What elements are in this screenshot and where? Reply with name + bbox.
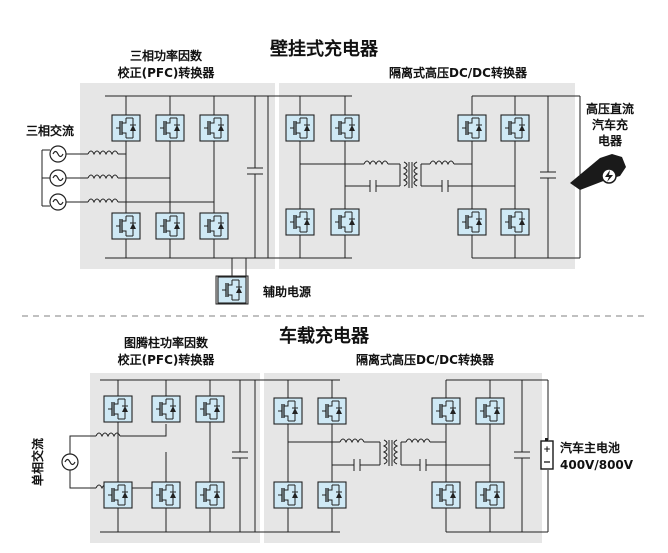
mosfet-switch-icon	[500, 208, 530, 236]
mosfet-switch-icon	[155, 212, 185, 240]
ac-source-icon	[61, 453, 79, 471]
bottom-output-label-2: 400V/800V	[560, 458, 634, 472]
mosfet-switch-icon	[103, 395, 133, 423]
top-pfc-rails	[105, 95, 269, 276]
top-dcdc-panel	[279, 83, 575, 269]
top-output-label-2: 汽车充	[592, 117, 628, 132]
mosfet-switch-icon	[285, 208, 315, 236]
mosfet-switch-icon	[155, 114, 185, 142]
mosfet-switch-icon	[500, 114, 530, 142]
mosfet-switch-icon	[111, 114, 141, 142]
mosfet-switch-icon	[317, 397, 347, 425]
top-pfc-label-2: 校正(PFC)转换器	[118, 65, 216, 80]
mosfet-switch-icon	[199, 114, 229, 142]
mosfet-switch-icon	[195, 481, 225, 509]
mosfet-switch-icon	[103, 481, 133, 509]
mosfet-switch-icon	[151, 395, 181, 423]
mosfet-switch-icon	[475, 397, 505, 425]
mosfet-switch-icon	[285, 114, 315, 142]
top-input-label: 三相交流	[26, 123, 74, 138]
top-output-label-1: 高压直流	[586, 101, 634, 116]
bottom-pfc-label-2: 校正(PFC)转换器	[118, 352, 216, 367]
aux-power-module	[215, 275, 249, 305]
mosfet-switch-icon	[330, 208, 360, 236]
mosfet-switch-icon	[431, 481, 461, 509]
top-pfc-label-1: 三相功率因数	[130, 48, 203, 63]
mosfet-switch-icon	[457, 208, 487, 236]
battery-icon: +	[540, 438, 554, 470]
ac-source-icon	[49, 145, 67, 163]
mosfet-switch-icon	[431, 397, 461, 425]
lightning-icon	[605, 170, 613, 182]
mosfet-switch-icon	[151, 481, 181, 509]
ac-source-icon	[49, 193, 67, 211]
bottom-dcdc-wiring	[255, 379, 549, 533]
mosfet-switch-icon	[317, 481, 347, 509]
mosfet-switch-icon	[199, 212, 229, 240]
mosfet-switch-icon	[273, 481, 303, 509]
top-title: 壁挂式充电器	[270, 38, 379, 60]
mosfet-switch-icon	[273, 397, 303, 425]
ev-charging-plug-icon	[570, 154, 626, 190]
svg-text:+: +	[543, 445, 551, 455]
bottom-input-label: 单相交流	[30, 438, 45, 486]
mosfet-switch-icon	[195, 395, 225, 423]
mosfet-switch-icon	[330, 114, 360, 142]
mosfet-switch-icon	[111, 212, 141, 240]
bottom-pfc-label-1: 图腾柱功率因数	[124, 335, 209, 350]
top-dcdc-wiring	[268, 95, 581, 259]
top-pfc-panel	[80, 83, 275, 269]
aux-label: 辅助电源	[263, 284, 311, 299]
mosfet-switch-icon	[217, 276, 247, 304]
top-dcdc-label: 隔离式高压DC/DC转换器	[389, 65, 528, 80]
mosfet-switch-icon	[475, 481, 505, 509]
bottom-pfc-rails	[100, 379, 256, 533]
bottom-output-label-1: 汽车主电池	[560, 440, 620, 455]
bottom-dcdc-label: 隔离式高压DC/DC转换器	[356, 352, 495, 367]
bottom-title: 车载充电器	[279, 325, 370, 347]
top-output-label-3: 电器	[598, 133, 623, 148]
ac-source-icon	[49, 169, 67, 187]
mosfet-switch-icon	[457, 114, 487, 142]
